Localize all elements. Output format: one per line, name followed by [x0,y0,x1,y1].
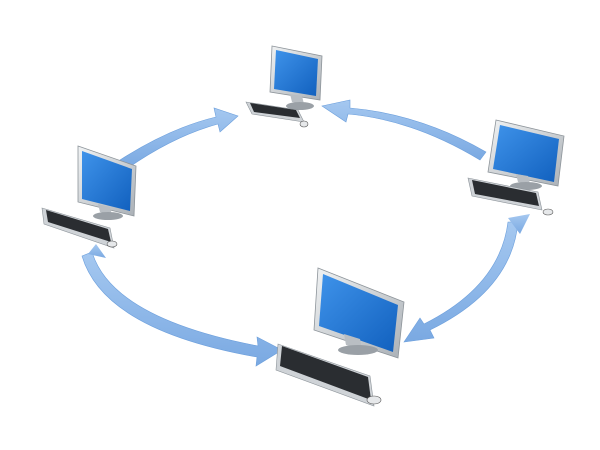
desktop-computer-icon [245,45,323,128]
link-arrow-right-to-bottom [403,221,519,343]
desktop-computer-icon [41,145,137,249]
desktop-computer-icon [467,119,565,216]
link-arrow-left-to-bottom [81,251,283,367]
link-arrow-left-to-top [119,107,239,169]
computer-right [467,119,565,216]
link-arrow-right-to-top [321,99,487,161]
computer-left [41,145,137,249]
link-arrow-tail-right [508,214,530,234]
computer-bottom [275,267,405,407]
network-links [81,99,530,367]
desktop-computer-icon [275,267,405,407]
link-arrow-tail-left [88,244,106,258]
computer-top [245,45,323,128]
